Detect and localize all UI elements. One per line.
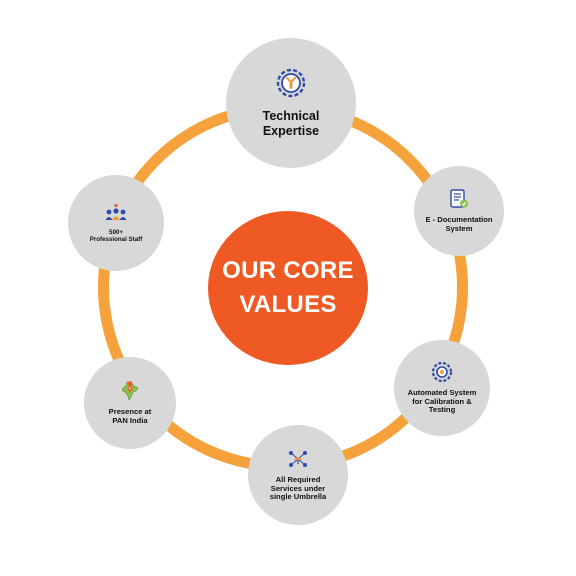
umbrella-network-icon	[289, 450, 307, 467]
node-label: Automated System for Calibration & Testi…	[407, 387, 477, 415]
center-circle: OUR CORE VALUES	[208, 211, 368, 365]
node-label: Technical Expertise	[262, 109, 320, 138]
node-label: Presence at PAN India	[108, 407, 152, 425]
node-technical-expertise: Technical Expertise	[226, 38, 356, 168]
node-automated-system: Automated System for Calibration & Testi…	[394, 340, 490, 436]
india-map-icon	[121, 381, 139, 401]
gear-wrench-icon	[276, 68, 306, 98]
center-title-line-1: OUR CORE	[222, 257, 354, 284]
center-title-line-2: VALUES	[239, 291, 337, 318]
team-people-icon	[105, 203, 127, 220]
document-checklist-icon	[450, 189, 468, 208]
node-all-services: All Required Services under single Umbre…	[248, 425, 348, 525]
node-professional-staff: 500+ Professional Staff	[68, 175, 164, 271]
node-label: All Required Services under single Umbre…	[269, 474, 327, 502]
node-label: E - Documentation System	[425, 215, 493, 233]
automation-gear-icon	[431, 361, 453, 382]
node-presence-pan-india: Presence at PAN India	[84, 357, 176, 449]
node-e-documentation: E - Documentation System	[414, 166, 504, 256]
node-label: 500+ Professional Staff	[89, 228, 143, 243]
